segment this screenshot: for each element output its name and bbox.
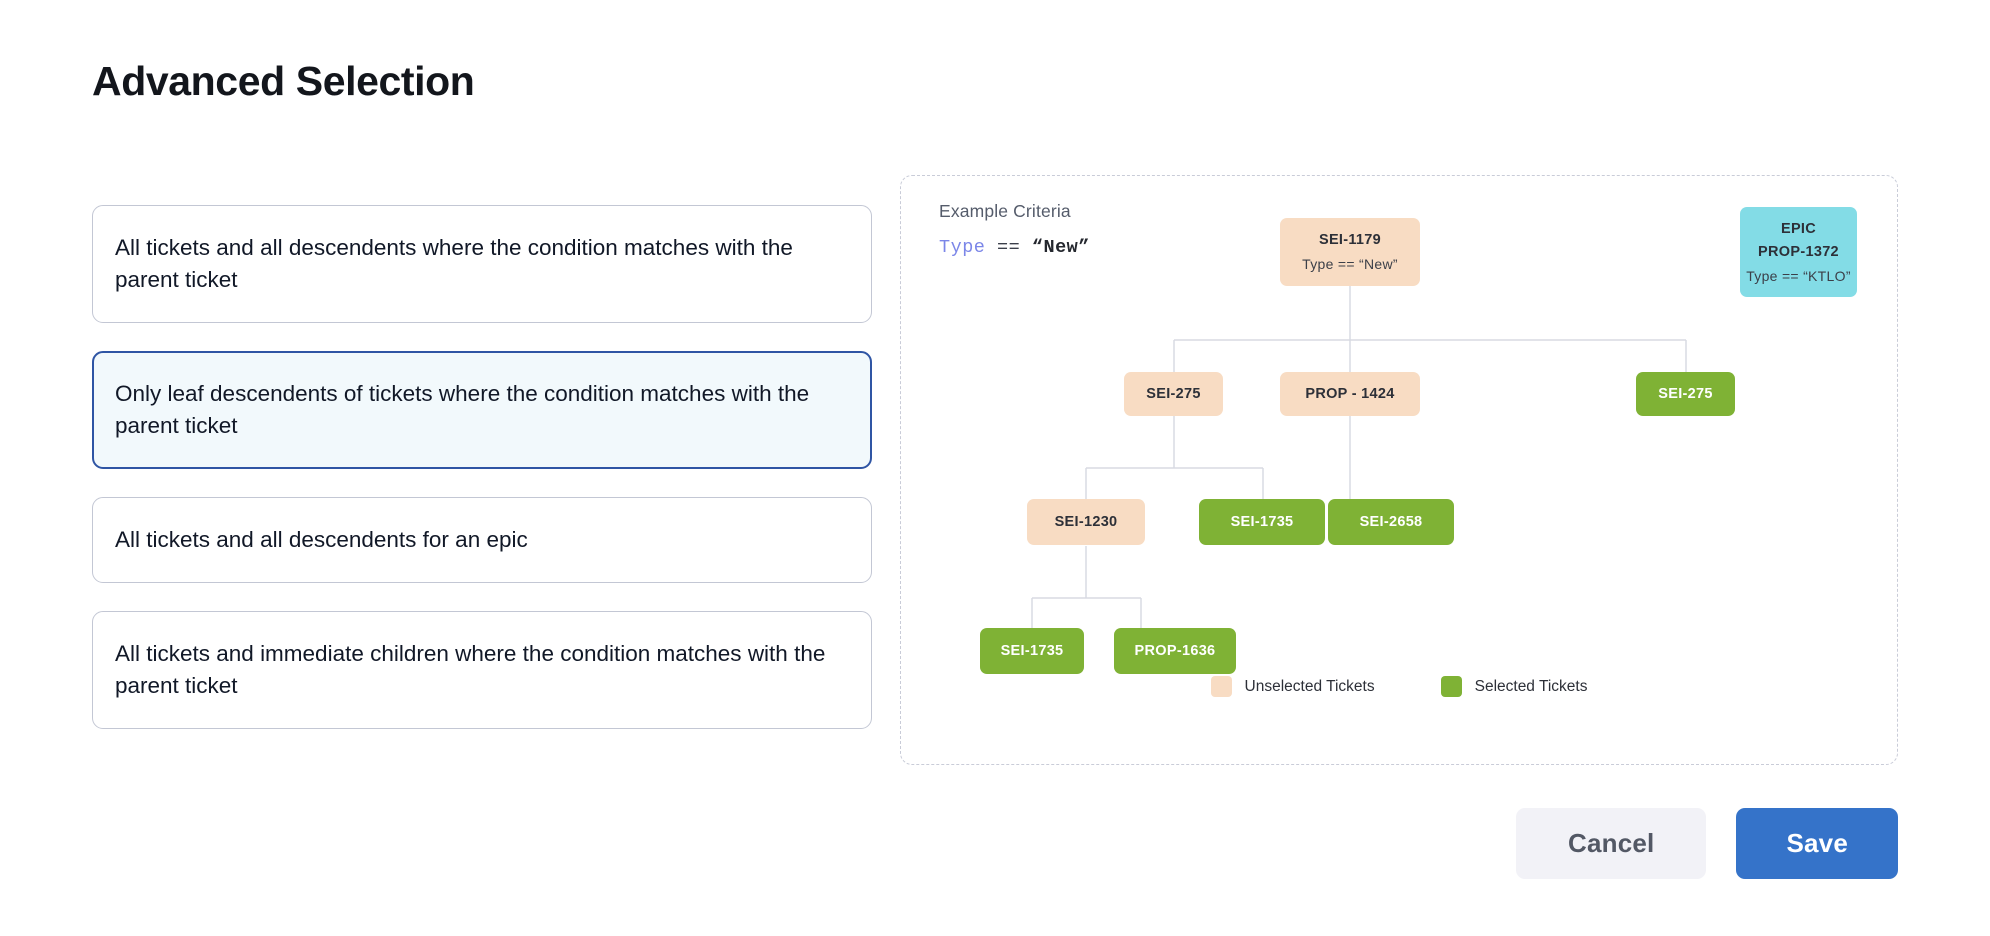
tree-node-prop-1424[interactable]: PROP - 1424 [1280, 372, 1420, 416]
cancel-button[interactable]: Cancel [1516, 808, 1707, 879]
unselected-swatch-icon [1210, 676, 1232, 697]
node-type: EPIC [1780, 220, 1817, 237]
option-label: All tickets and immediate children where… [115, 640, 826, 698]
node-id: SEI-2658 [1359, 514, 1423, 530]
tree-node-prop-1636[interactable]: PROP-1636 [1114, 628, 1236, 674]
tree-node-sei-275-selected[interactable]: SEI-275 [1636, 372, 1735, 416]
example-criteria: Example Criteria Type == “New” [939, 201, 1090, 258]
node-id: SEI-1735 [1000, 643, 1064, 659]
tree-node-sei-1179[interactable]: SEI-1179 Type == “New” [1280, 218, 1420, 286]
option-label: All tickets and all descendents where th… [115, 235, 793, 292]
node-id: SEI-275 [1146, 386, 1201, 402]
criteria-expression: Type == “New” [939, 237, 1090, 258]
legend-item-unselected: Unselected Tickets [1210, 676, 1375, 697]
option-card-leaf-descendents[interactable]: Only leaf descendents of tickets where t… [92, 350, 872, 469]
tree-node-sei-1230[interactable]: SEI-1230 [1027, 499, 1145, 545]
tree-node-sei-1735-row4[interactable]: SEI-1735 [980, 628, 1084, 674]
node-id: SEI-1230 [1054, 514, 1118, 530]
node-id: SEI-275 [1658, 386, 1713, 402]
legend-item-selected: Selected Tickets [1440, 676, 1588, 697]
page-title: Advanced Selection [92, 58, 475, 104]
option-label: Only leaf descendents of tickets where t… [115, 380, 810, 438]
diagram-legend: Unselected Tickets Selected Tickets [901, 676, 1897, 697]
node-id: PROP - 1424 [1305, 386, 1395, 402]
option-label: All tickets and all descendents for an e… [115, 526, 528, 552]
tree-node-sei-1735-row3[interactable]: SEI-1735 [1199, 499, 1325, 545]
criteria-label: Example Criteria [939, 201, 1071, 221]
tree-connectors [1031, 286, 1687, 628]
tree-node-epic-prop-1372[interactable]: EPIC PROP-1372 Type == “KTLO” [1740, 207, 1857, 297]
option-card-all-descendents[interactable]: All tickets and all descendents where th… [92, 205, 872, 323]
option-card-epic-descendents[interactable]: All tickets and all descendents for an e… [92, 496, 872, 583]
criteria-operator: == [997, 237, 1021, 258]
node-id: SEI-1179 [1318, 232, 1382, 248]
legend-label: Selected Tickets [1474, 677, 1588, 695]
node-condition: Type == “New” [1302, 256, 1398, 272]
node-id: SEI-1735 [1230, 514, 1294, 530]
node-condition: Type == “KTLO” [1746, 267, 1851, 284]
dialog-footer: Cancel Save [1516, 808, 1898, 879]
tree-node-sei-2658[interactable]: SEI-2658 [1328, 499, 1454, 545]
criteria-key: Type [939, 237, 986, 258]
node-id: PROP-1636 [1134, 643, 1216, 659]
selection-options-list: All tickets and all descendents where th… [92, 205, 872, 729]
legend-label: Unselected Tickets [1244, 677, 1375, 695]
criteria-value: “New” [1031, 237, 1090, 258]
example-diagram-panel: Example Criteria Type == “New” [900, 175, 1898, 765]
node-id: PROP-1372 [1758, 243, 1839, 260]
save-button[interactable]: Save [1736, 808, 1898, 879]
selected-swatch-icon [1440, 676, 1462, 697]
ticket-tree: SEI-1179 Type == “New” EPIC PROP-1372 Ty… [901, 176, 1897, 764]
tree-node-sei-275-unselected[interactable]: SEI-275 [1124, 372, 1223, 416]
option-card-immediate-children[interactable]: All tickets and immediate children where… [92, 610, 872, 729]
